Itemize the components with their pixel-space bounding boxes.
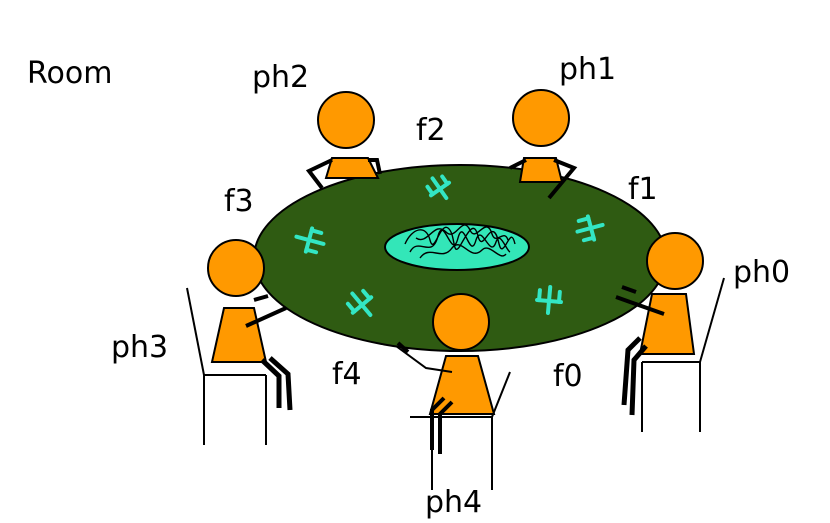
spaghetti-icon [404, 224, 516, 259]
philosopher-label-ph2: ph2 [252, 60, 310, 95]
philosopher-arm [368, 158, 382, 175]
fork-label-f4: f4 [332, 357, 362, 392]
philosopher-arm [253, 294, 269, 302]
fork-icon [575, 214, 605, 243]
philosopher-arm [305, 158, 333, 190]
philosopher-label-ph1: ph1 [559, 52, 617, 87]
philosopher-arm [245, 306, 287, 328]
philosopher-head [317, 91, 375, 149]
philosopher-arm [547, 158, 578, 200]
chair-icon [186, 287, 267, 445]
philosopher-label-ph3: ph3 [111, 330, 169, 365]
philosopher-arm [396, 341, 410, 354]
philosopher-head [207, 239, 265, 297]
philosopher-body [638, 293, 696, 355]
philosopher-head [512, 89, 570, 147]
philosopher-legs [430, 396, 454, 454]
philosopher-arm [615, 295, 665, 316]
philosopher-ph3 [186, 239, 293, 445]
philosopher-arm [509, 158, 527, 170]
fork-label-f3: f3 [224, 184, 254, 219]
philosopher-label-ph4: ph4 [425, 485, 483, 520]
fork-label-f2: f2 [416, 113, 446, 148]
philosopher-ph4 [395, 293, 511, 490]
philosopher-legs [260, 356, 293, 411]
philosopher-body [428, 355, 496, 415]
chair-icon [641, 277, 725, 432]
philosopher-head [646, 232, 704, 290]
philosopher-ph1 [509, 89, 578, 200]
philosopher-arm [395, 345, 453, 373]
room-label: Room [27, 56, 113, 91]
philosopher-body [324, 157, 380, 179]
philosopher-label-ph0: ph0 [733, 255, 791, 290]
fork-icon [425, 174, 452, 201]
philosopher-body [210, 307, 268, 363]
fork-label-f1: f1 [628, 172, 658, 207]
philosopher-arm [621, 285, 637, 294]
philosopher-legs [621, 336, 648, 416]
fork-icon [345, 288, 374, 317]
philosopher-head [432, 293, 490, 351]
fork-label-f0: f0 [553, 359, 583, 394]
fork-icon [535, 285, 563, 315]
philosopher-ph0 [615, 232, 725, 432]
philosopher-ph2 [305, 91, 382, 190]
fork-icon [294, 226, 326, 255]
